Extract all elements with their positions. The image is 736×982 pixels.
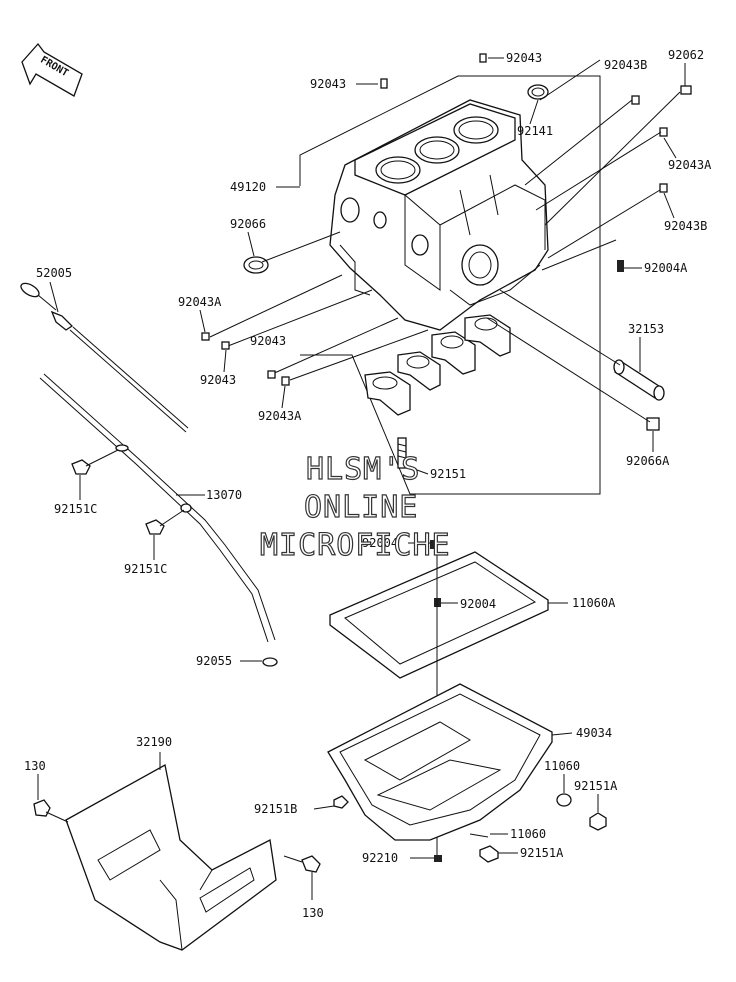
label-49034: 49034 <box>576 726 612 740</box>
seal-92141[interactable] <box>527 84 549 100</box>
label-92004-1: 92004 <box>362 536 398 550</box>
plug-92151a-1-icon[interactable] <box>589 812 607 831</box>
watermark-line-1: HLSM'S <box>306 452 420 487</box>
label-32190: 32190 <box>136 735 172 749</box>
seal-92066[interactable] <box>243 256 269 274</box>
label-13070: 13070 <box>206 488 242 502</box>
label-92043-m2: 92043 <box>200 373 236 387</box>
bolt-130-1-icon[interactable] <box>33 799 51 817</box>
bolt-130-2-icon[interactable] <box>301 855 321 873</box>
label-92004-2: 92004 <box>460 597 496 611</box>
label-92151b: 92151B <box>254 802 297 816</box>
gasket-11060a[interactable] <box>329 551 568 679</box>
seal-92066a[interactable] <box>486 317 660 431</box>
pin-92062-icon[interactable] <box>680 85 692 95</box>
label-92151c-2: 92151C <box>124 562 167 576</box>
label-11060a: 11060A <box>572 596 616 610</box>
label-92151: 92151 <box>430 467 466 481</box>
label-92151c-1: 92151C <box>54 502 97 516</box>
bolt-92151c-1-icon[interactable] <box>71 449 119 475</box>
bolt-92151c-2-icon[interactable] <box>145 509 185 535</box>
washer-11060-2-icon[interactable] <box>469 833 489 838</box>
label-92043b-1: 92043B <box>604 58 647 72</box>
label-92043a-l: 92043A <box>178 295 222 309</box>
oil-pan-49034[interactable] <box>327 683 573 841</box>
dipstick-tube-13070[interactable] <box>39 373 276 643</box>
label-92043a-m: 92043A <box>258 409 302 423</box>
label-92210: 92210 <box>362 851 398 865</box>
label-52005: 52005 <box>36 266 72 280</box>
label-92043b-2: 92043B <box>664 219 707 233</box>
nut-92210-icon[interactable] <box>434 855 442 862</box>
dipstick-52005[interactable] <box>19 281 189 433</box>
stud-92004a-icon[interactable] <box>617 260 624 272</box>
cylinder-block[interactable] <box>299 75 601 495</box>
label-92062: 92062 <box>668 48 704 62</box>
label-11060-1: 11060 <box>544 759 580 773</box>
plug-92043a-l-icon[interactable] <box>201 332 210 341</box>
label-92141: 92141 <box>517 124 553 138</box>
pipe-32153[interactable] <box>499 289 665 401</box>
label-92043-top: 92043 <box>310 77 346 91</box>
plug-92151a-2-icon[interactable] <box>479 845 499 863</box>
plug-92043b-1-icon[interactable] <box>631 95 640 105</box>
label-49120: 49120 <box>230 180 266 194</box>
label-92055: 92055 <box>196 654 232 668</box>
plug-92043-m2-icon[interactable] <box>267 370 276 379</box>
label-92004a: 92004A <box>644 261 688 275</box>
label-92151a-1: 92151A <box>574 779 618 793</box>
label-92043a-r: 92043A <box>668 158 712 172</box>
skid-plate-32190[interactable] <box>65 752 277 951</box>
washer-11060-1-icon[interactable] <box>556 793 572 807</box>
o-ring-92055-icon[interactable] <box>262 657 278 667</box>
watermark-line-3: MICROFICHE <box>260 528 451 563</box>
bolt-92151[interactable] <box>397 437 429 475</box>
label-130-1: 130 <box>24 759 46 773</box>
label-32153: 32153 <box>628 322 664 336</box>
label-92043-top2: 92043 <box>506 51 542 65</box>
stud-92004-1-icon[interactable] <box>430 540 436 549</box>
part-labels: 92043 92043 92043B 92062 92141 49120 920… <box>24 48 712 920</box>
bearing-caps[interactable] <box>364 314 511 416</box>
front-arrow-icon: FRONT <box>21 42 83 97</box>
plug-92043-m1-icon[interactable] <box>221 341 230 350</box>
label-11060-2: 11060 <box>510 827 546 841</box>
label-92066: 92066 <box>230 217 266 231</box>
bolt-92151b-icon[interactable] <box>333 795 349 809</box>
watermark-line-2: ONLINE <box>304 490 418 525</box>
label-92066a: 92066A <box>626 454 670 468</box>
label-92151a-2: 92151A <box>520 846 564 860</box>
plug-92043a-m-icon[interactable] <box>281 376 290 386</box>
plug-92043b-2-icon[interactable] <box>659 183 668 193</box>
plug-92043-top2-icon[interactable] <box>479 53 487 63</box>
plug-92043a-r-icon[interactable] <box>659 127 668 137</box>
label-130-2: 130 <box>302 906 324 920</box>
watermark: HLSM'S ONLINE MICROFICHE <box>259 451 451 563</box>
plug-92043-top-icon[interactable] <box>380 78 388 89</box>
label-92043-m1: 92043 <box>250 334 286 348</box>
